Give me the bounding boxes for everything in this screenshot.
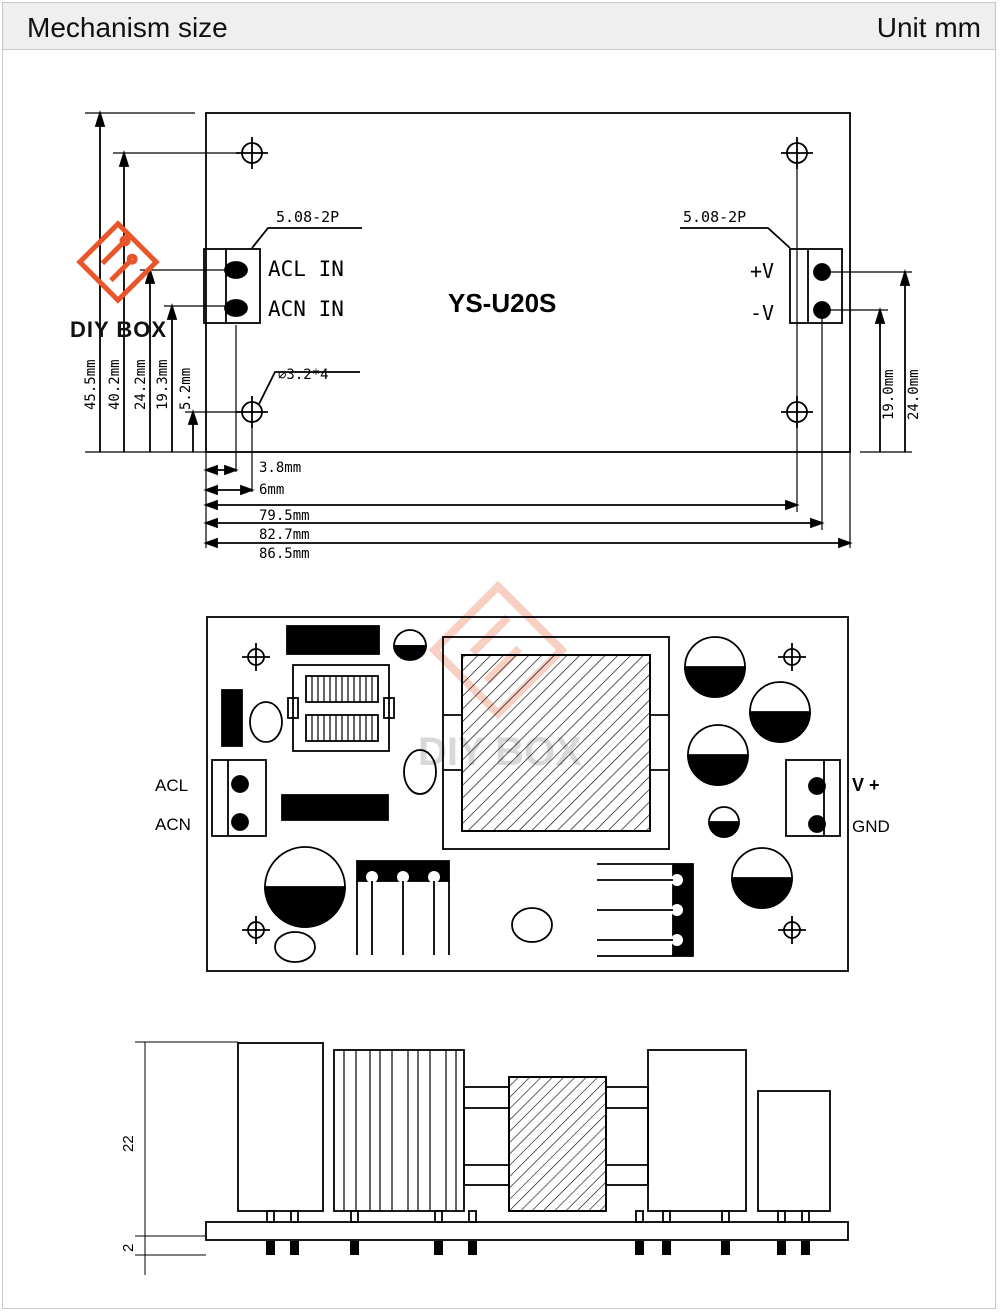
pcb-outline: [206, 616, 849, 972]
watermark-logo: DIY BOX: [70, 220, 167, 342]
dim-3-8: 3.8mm: [259, 460, 301, 476]
acn-label: ACN: [155, 815, 191, 834]
minus-v-label: -V: [750, 301, 774, 325]
dim-79-5: 79.5mm: [259, 508, 310, 524]
gnd-label: GND: [852, 817, 890, 836]
dim-5-2: 5.2mm: [178, 368, 194, 410]
dim-24-0: 24.0mm: [906, 369, 922, 420]
watermark-brand: DIY BOX: [70, 317, 167, 342]
section-title: Mechanism size: [27, 12, 228, 43]
mounting-hole: [778, 916, 806, 944]
dim-40-2: 40.2mm: [107, 359, 123, 410]
plus-v-label: +V: [750, 259, 774, 283]
side-view: [135, 1041, 849, 1275]
section-header: Mechanism size Unit mm: [2, 2, 996, 50]
dim-86-5: 86.5mm: [259, 546, 310, 562]
left-connector-label: 5.08-2P: [276, 208, 339, 226]
hole-label: ⌀3.2*4: [278, 367, 329, 383]
right-connector-label: 5.08-2P: [683, 208, 746, 226]
mounting-hole: [236, 396, 268, 428]
mounting-hole: [781, 137, 813, 169]
mounting-hole: [778, 643, 806, 671]
dim-6: 6mm: [259, 482, 284, 498]
component-view: [206, 616, 849, 972]
acn-in-label: ACN IN: [268, 297, 344, 321]
dim-24-2: 24.2mm: [133, 359, 149, 410]
mounting-hole: [242, 643, 270, 671]
side-height-board: 2: [120, 1244, 137, 1252]
mounting-hole: [242, 916, 270, 944]
input-terminal: [211, 759, 267, 837]
output-connector: [789, 248, 843, 324]
dim-19-3: 19.3mm: [155, 359, 171, 410]
board-outline: [205, 112, 851, 453]
diagram-frame: [2, 50, 996, 1309]
acl-in-label: ACL IN: [268, 257, 344, 281]
dim-19-0: 19.0mm: [881, 369, 897, 420]
dim-45-5: 45.5mm: [83, 359, 99, 410]
model-label: YS-U20S: [448, 288, 556, 318]
unit-label: Unit mm: [876, 12, 981, 43]
vplus-label: V +: [852, 775, 880, 795]
dim-82-7: 82.7mm: [259, 527, 310, 543]
mounting-hole: [236, 137, 268, 169]
side-height-main: 22: [120, 1135, 137, 1152]
acl-label: ACL: [155, 776, 188, 795]
input-connector: [203, 248, 261, 324]
top-view: [85, 109, 912, 549]
output-terminal: [785, 759, 841, 837]
